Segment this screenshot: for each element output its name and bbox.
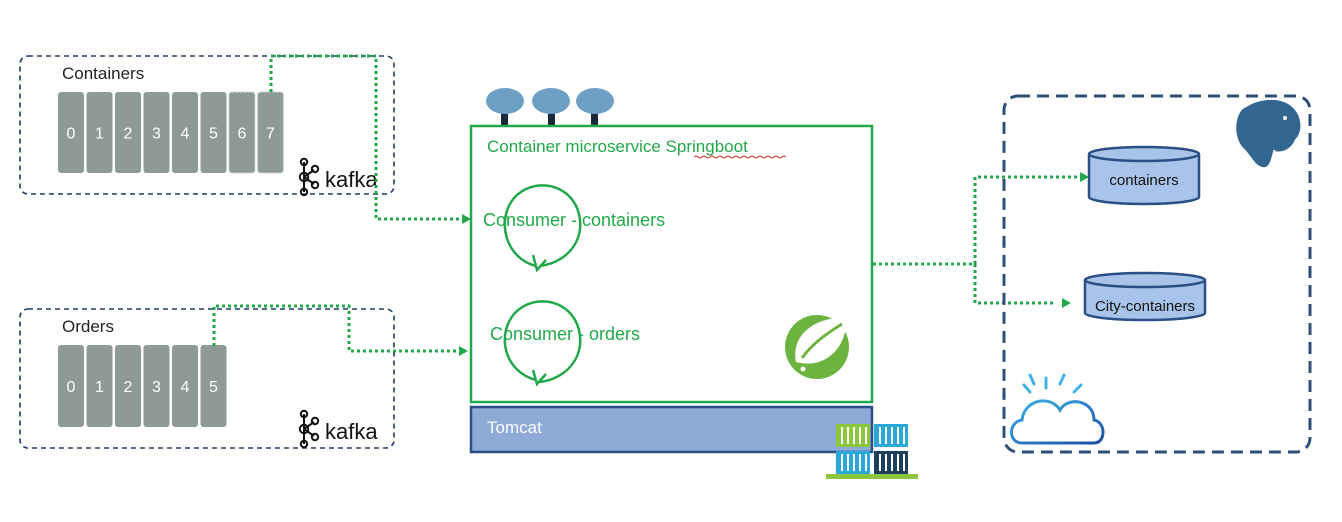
partition-block	[58, 92, 84, 173]
partition-label: 5	[209, 379, 218, 396]
containers-table: containers	[1087, 145, 1201, 206]
partition-block	[143, 92, 170, 173]
partition-block	[172, 345, 198, 427]
container-microservice: Container microservice Springboot Consum…	[469, 124, 874, 404]
api-endpoint-icons	[486, 88, 614, 126]
partition-block	[143, 345, 170, 427]
city-containers-table-flow-arrow	[973, 264, 1055, 305]
arrow-head	[1062, 298, 1071, 308]
partition-label: 1	[95, 379, 104, 396]
partition-block	[228, 91, 256, 174]
svg-text:kafka: kafka	[325, 167, 378, 192]
arrow-head	[462, 214, 471, 224]
database-zone: containers City-containers	[1002, 94, 1312, 454]
ibm-cloud-icon	[1010, 373, 1105, 445]
consumer-loop-icon	[503, 184, 582, 273]
containers-table-label: containers	[1109, 172, 1178, 189]
orders-partitions: 0 1 2 3 4 5	[58, 345, 227, 427]
microservice-title: Container microservice Springboot	[487, 137, 748, 156]
tomcat-label: Tomcat	[487, 418, 542, 437]
containers-flow-arrow	[269, 54, 462, 221]
partition-label: 3	[152, 126, 161, 143]
partition-block	[58, 345, 84, 427]
flow-arrows	[212, 54, 1080, 353]
kafka-logo-icon: kafka	[298, 409, 378, 449]
orders-topic: Orders 0 1 2 3 4 5 kafka	[19, 308, 395, 449]
partition-block	[115, 92, 141, 173]
svg-text:kafka: kafka	[325, 419, 378, 444]
partition-block	[86, 92, 113, 173]
tomcat-runtime: Tomcat	[469, 405, 874, 454]
containers-table-flow-arrow	[973, 175, 1080, 264]
partition-block	[200, 92, 227, 173]
partition-label: 4	[181, 379, 190, 396]
partition-block	[172, 92, 198, 173]
kafka-logo-icon: kafka	[298, 157, 378, 197]
consumer-containers-label: Consumer - containers	[483, 210, 665, 230]
endpoint-icon	[576, 88, 614, 114]
partition-label: 2	[124, 126, 133, 143]
containers-topic-title: Containers	[62, 64, 144, 83]
orders-topic-title: Orders	[62, 317, 114, 336]
partition-block	[115, 345, 141, 427]
spellcheck-underline	[693, 155, 787, 159]
shipping-containers-icon	[826, 424, 918, 479]
arrow-heads	[459, 172, 1089, 356]
orders-flow-arrow	[212, 304, 459, 353]
city-containers-table: City-containers	[1083, 271, 1207, 322]
containers-topic: Containers 0 1 2 3 4 5 6 7 kafka	[19, 55, 395, 197]
endpoint-icon	[532, 88, 570, 114]
city-containers-table-label: City-containers	[1095, 298, 1195, 315]
partition-label: 4	[181, 126, 190, 143]
partition-label: 5	[209, 126, 218, 143]
partition-label: 0	[67, 126, 76, 143]
partition-label: 0	[67, 379, 76, 396]
partition-label: 7	[266, 126, 275, 143]
partition-block	[86, 345, 113, 427]
spring-leaf-icon	[785, 315, 849, 379]
arrow-head	[459, 346, 468, 356]
consumer-orders-label: Consumer - orders	[490, 324, 640, 344]
partition-label: 2	[124, 379, 133, 396]
arrow-head	[1080, 172, 1089, 182]
endpoint-icon	[486, 88, 524, 114]
partition-label: 3	[152, 379, 161, 396]
postgresql-elephant-icon	[1234, 98, 1303, 170]
containers-partitions: 0 1 2 3 4 5 6 7	[58, 91, 285, 174]
partition-label: 6	[238, 126, 247, 143]
partition-block	[200, 345, 227, 427]
consumer-loop-icon	[503, 300, 582, 387]
partition-label: 1	[95, 126, 104, 143]
